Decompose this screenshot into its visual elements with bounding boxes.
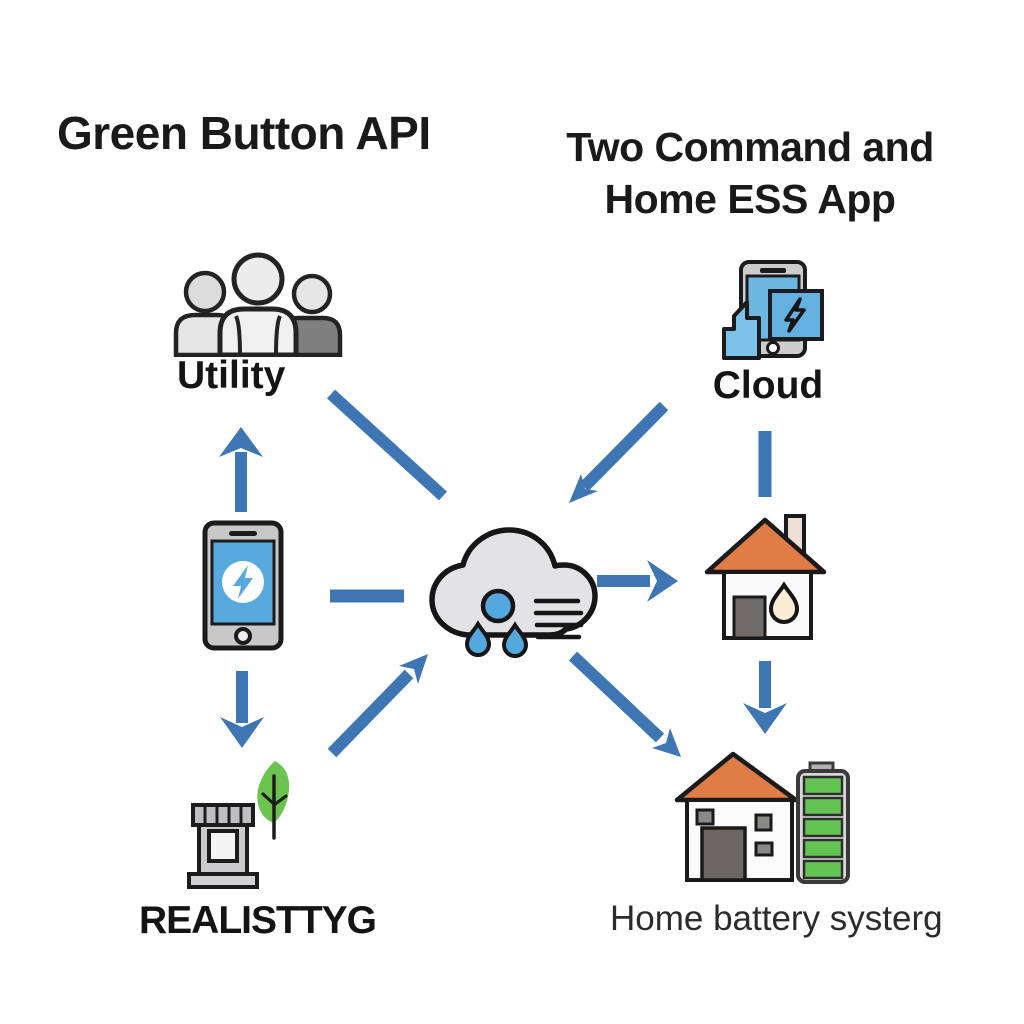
arrow-meter-to-cloud xyxy=(327,654,428,758)
battery-icon xyxy=(796,761,850,884)
wind-lines-icon xyxy=(533,598,584,640)
people-group-icon xyxy=(173,252,343,357)
arrow-phone-to-meter xyxy=(220,671,264,748)
house-flame-icon xyxy=(704,514,827,640)
home-battery-label: Home battery systerg xyxy=(610,899,943,938)
meter-leaf-icon xyxy=(187,761,290,889)
title-two-command-line1: Two Command and xyxy=(566,124,934,170)
phone-lightning-icon xyxy=(202,520,284,651)
arrow-phone-to-utility xyxy=(219,427,263,512)
arrow-house-to-homebattery xyxy=(743,661,787,734)
title-two-command-line2: Home ESS App xyxy=(604,175,896,222)
rain-cloud-icon xyxy=(429,527,598,658)
cloud-label: Cloud xyxy=(712,364,824,407)
utility-label: Utility xyxy=(177,354,286,397)
title-two-command: Two Command and Home ESS App xyxy=(535,122,965,225)
raindrop-icon xyxy=(501,621,529,658)
arrow-cloud-to-house xyxy=(597,560,678,602)
house-battery-icon xyxy=(674,751,850,884)
arrow-cloudapp-to-cloud xyxy=(569,401,669,503)
line-utility-to-cloud xyxy=(326,389,448,501)
phone-energy-icon xyxy=(722,260,824,360)
raindrop-icon xyxy=(464,620,492,657)
leaf-icon xyxy=(257,761,290,840)
title-green-button-api: Green Button API xyxy=(57,107,431,159)
flame-drop-icon xyxy=(768,581,800,624)
meter-label: REALISTTYG xyxy=(139,899,377,942)
